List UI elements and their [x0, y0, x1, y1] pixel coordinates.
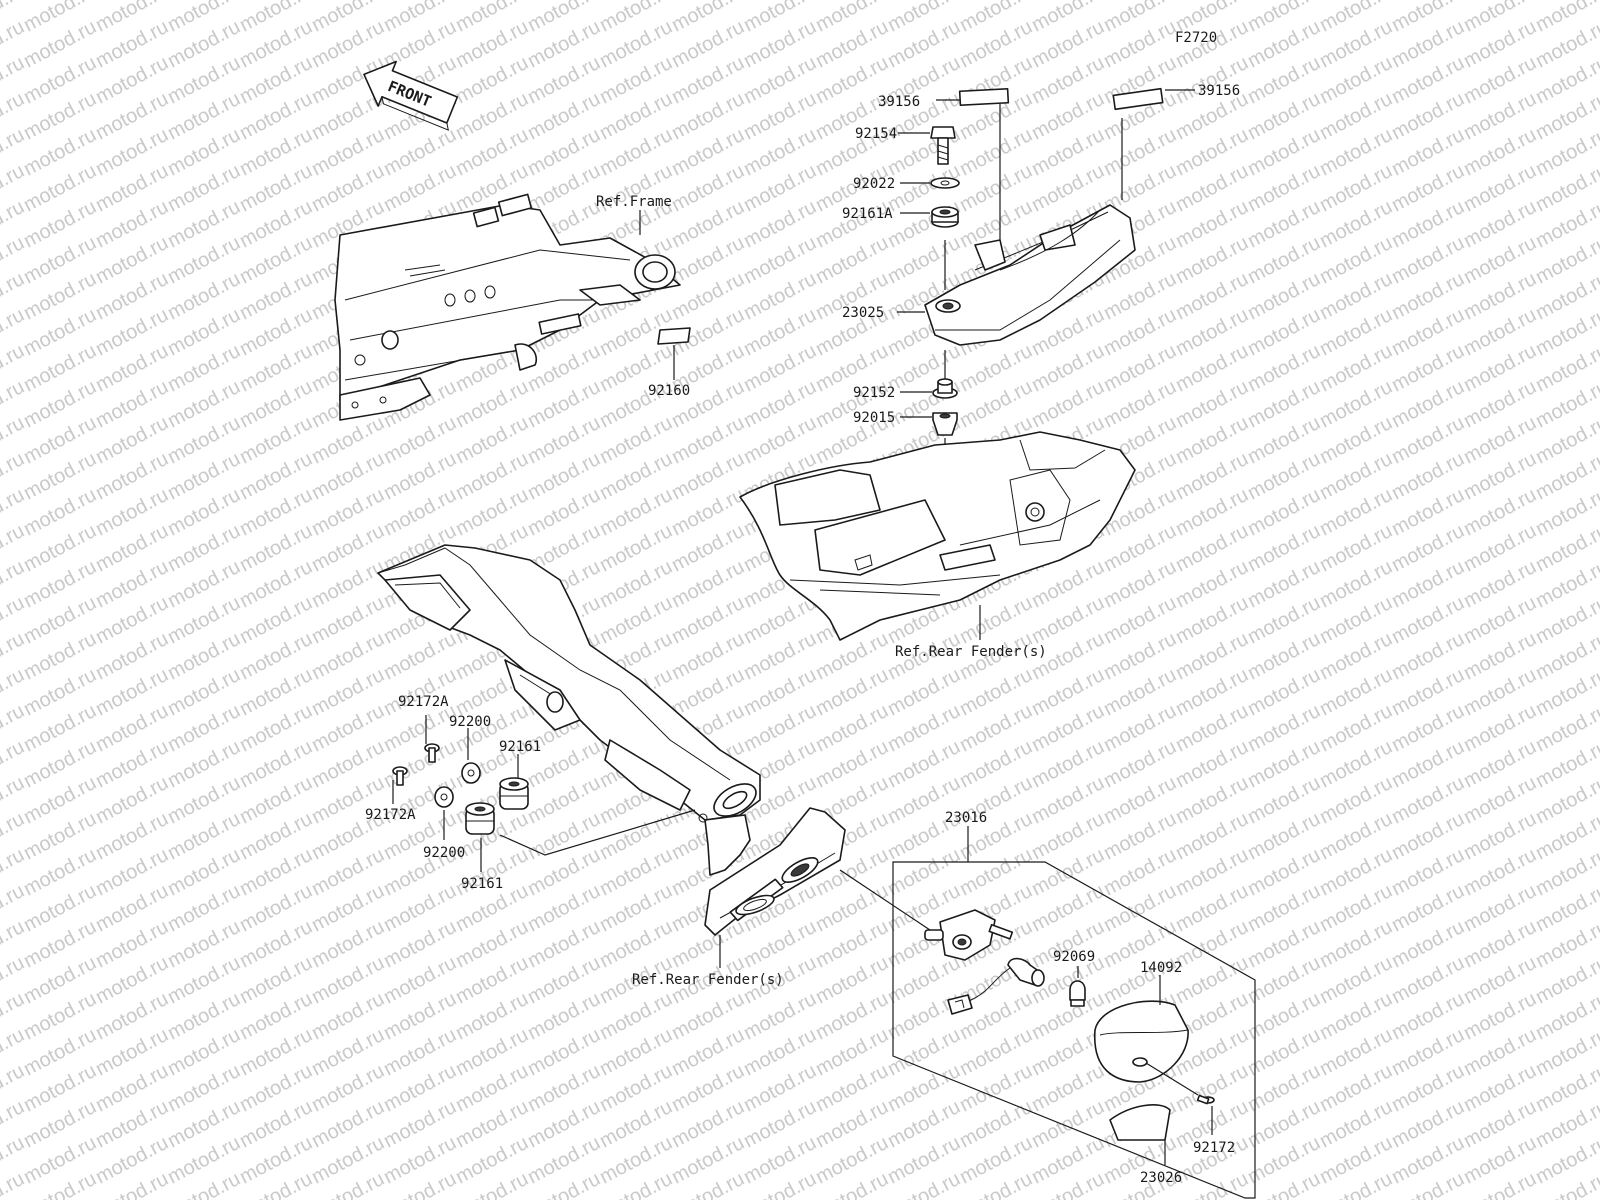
lens-14092 [1094, 1000, 1189, 1083]
screw-92172 [1196, 1094, 1215, 1105]
figure-code: F2720 [1175, 30, 1217, 46]
bracket-23025 [924, 204, 1136, 346]
label-92160: 92160 [648, 383, 690, 399]
nut-92015 [932, 412, 958, 436]
label-92015: 92015 [853, 410, 895, 426]
label-92161-top: 92161 [499, 739, 541, 755]
label-92161-bottom: 92161 [461, 876, 503, 892]
label-23016: 23016 [945, 810, 987, 826]
label-23025: 23025 [842, 305, 884, 321]
label-14092: 14092 [1140, 960, 1182, 976]
grommet-92161-top [499, 777, 529, 810]
reflector-23026 [1109, 1104, 1171, 1141]
assembly-box-23016 [892, 861, 1256, 1199]
socket-assembly [924, 909, 1045, 1015]
label-92069: 92069 [1053, 949, 1095, 965]
bulb-92069 [1069, 980, 1086, 1007]
collar-92152 [932, 378, 958, 399]
washer-92200-bottom [434, 786, 454, 808]
washer-92022 [930, 177, 960, 189]
pad-92160 [657, 327, 691, 345]
ref-frame-label: Ref.Frame [596, 194, 672, 210]
label-92172A-bottom: 92172A [365, 807, 416, 823]
grommet-92161-bottom [465, 802, 495, 835]
washer-92200-top [461, 762, 481, 784]
label-92152: 92152 [853, 385, 895, 401]
ref-rear-fender-lower-label: Ref.Rear Fender(s) [632, 972, 784, 988]
pad-39156-left [958, 87, 1010, 107]
grommet-92161A [931, 206, 959, 228]
label-92154: 92154 [855, 126, 897, 142]
label-92172: 92172 [1193, 1140, 1235, 1156]
bolt-92154 [930, 126, 956, 165]
label-92022: 92022 [853, 176, 895, 192]
label-23026: 23026 [1140, 1170, 1182, 1186]
rear-fender-lower [377, 544, 846, 936]
label-92200-bottom: 92200 [423, 845, 465, 861]
label-92200-top: 92200 [449, 714, 491, 730]
ref-rear-fender-upper-label: Ref.Rear Fender(s) [895, 644, 1047, 660]
pad-39156-right [1112, 87, 1164, 111]
rear-fender-upper [739, 431, 1136, 641]
label-39156-right: 39156 [1198, 83, 1240, 99]
label-39156-left: 39156 [878, 94, 920, 110]
label-92161A: 92161A [842, 206, 893, 222]
screw-92172A-bottom [392, 766, 408, 786]
label-92172A-top: 92172A [398, 694, 449, 710]
frame-assembly [334, 193, 681, 421]
screw-92172A-top [424, 743, 440, 763]
